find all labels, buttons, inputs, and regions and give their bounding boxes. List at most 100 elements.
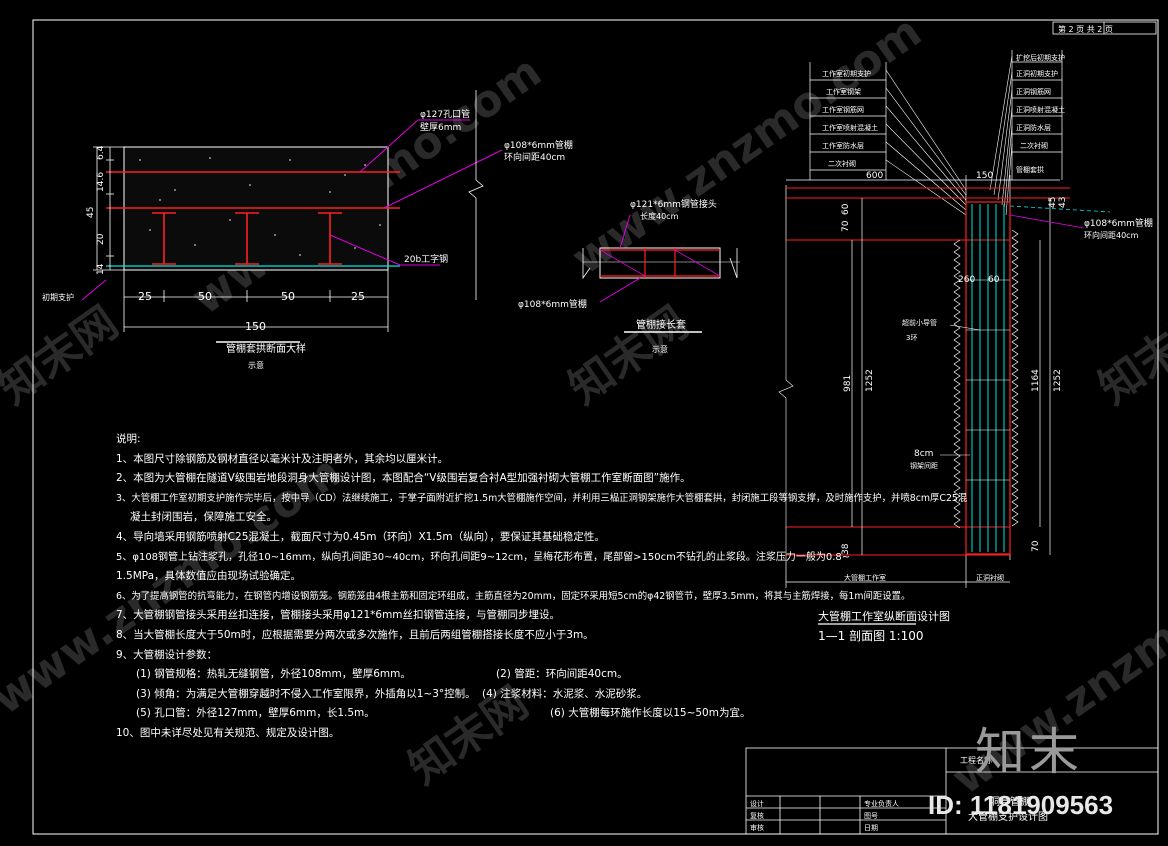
- svg-text:示意: 示意: [652, 344, 668, 354]
- note-item: 7、大管棚钢管接头采用丝扣连接，管棚接头采用φ121*6mm丝扣钢管连接，与管棚…: [116, 609, 561, 622]
- svg-text:20: 20: [96, 233, 106, 245]
- note-item: 凝土封闭围岩，保障施工安全。: [130, 511, 277, 524]
- svg-text:环向间距40cm: 环向间距40cm: [1084, 230, 1139, 240]
- svg-text:示意: 示意: [248, 360, 264, 370]
- note-item: 1、本图尺寸除钢筋及钢材直径以毫米计及注明者外，其余均以厘米计。: [116, 452, 449, 465]
- svg-text:大管棚工作室: 大管棚工作室: [844, 573, 886, 582]
- svg-text:专业负责人: 专业负责人: [864, 799, 899, 808]
- svg-text:复核: 复核: [750, 811, 764, 820]
- param-item: (1) 钢管规格：热轧无缝钢管，外径108mm，壁厚6mm。: [136, 668, 411, 681]
- param-item: (4) 注浆材料：水泥浆、水泥砂浆。: [482, 687, 648, 700]
- svg-text:45: 45: [1048, 197, 1058, 208]
- profile-view: 工作室初期支护 工作室钢架 工作室钢筋网 工作室喷射混凝土 工作室防水层 二次衬…: [778, 50, 1153, 643]
- svg-text:管棚套拱断面大样: 管棚套拱断面大样: [226, 342, 306, 355]
- note-item: 4、导向墙采用钢筋喷射C25混凝土，截面尺寸为0.45m（环向）X1.5m（纵向…: [116, 530, 605, 543]
- svg-text:日期: 日期: [864, 824, 878, 832]
- svg-text:20b工字钢: 20b工字钢: [404, 253, 448, 265]
- joint-view: φ121*6mm钢管接头 长度40cm φ108*6mm管棚 管棚接长套 示意: [518, 198, 740, 354]
- section-view: 6.4 14.6 20 14 45 25 50 50 25 150 φ127孔: [42, 90, 573, 370]
- svg-text:二次衬砌: 二次衬砌: [1020, 141, 1048, 150]
- svg-text:14: 14: [96, 263, 106, 275]
- svg-text:工作室防水层: 工作室防水层: [822, 141, 864, 150]
- design-notes: 说明: 1、本图尺寸除钢筋及钢材直径以毫米计及注明者外，其余均以厘米计。 2、本…: [116, 430, 968, 744]
- svg-text:扩挖后初期支护: 扩挖后初期支护: [1016, 53, 1065, 62]
- svg-text:1164: 1164: [1031, 369, 1041, 392]
- svg-text:φ108*6mm管棚: φ108*6mm管棚: [1084, 217, 1153, 229]
- svg-text:正洞衬砌: 正洞衬砌: [976, 573, 1004, 582]
- svg-text:1252: 1252: [865, 369, 875, 392]
- svg-text:正洞防水层: 正洞防水层: [1016, 123, 1051, 132]
- svg-text:8cm: 8cm: [914, 449, 933, 459]
- svg-text:正洞钢筋网: 正洞钢筋网: [1016, 87, 1051, 96]
- svg-text:第 2 页 共 2 页: 第 2 页 共 2 页: [1058, 24, 1113, 34]
- svg-text:45: 45: [86, 207, 96, 218]
- svg-text:3环: 3环: [906, 334, 917, 342]
- note-item: 1.5MPa，具体数值应由现场试验确定。: [116, 570, 302, 583]
- svg-text:150: 150: [245, 320, 266, 333]
- note-item: 5、φ108钢管上钻注浆孔，孔径10~16mm，纵向孔间距30~40cm，环向孔…: [116, 551, 851, 563]
- note-item: 2、本图为大管棚在隧道V级围岩地段洞身大管棚设计图，本图配合“V级围岩复合衬A型…: [116, 472, 691, 485]
- note-item: 8、当大管棚长度大于50m时，应根据需要分两次或多次施作，且前后两组管棚搭接长度…: [116, 628, 594, 641]
- svg-text:60: 60: [841, 203, 851, 215]
- svg-text:管棚接长套: 管棚接长套: [636, 318, 686, 331]
- svg-text:工作室喷射混凝土: 工作室喷射混凝土: [822, 123, 878, 132]
- svg-text:φ108*6mm管棚: φ108*6mm管棚: [504, 139, 573, 151]
- svg-text:14.6: 14.6: [96, 172, 106, 192]
- svg-text:70: 70: [841, 220, 851, 232]
- svg-text:钢架间距: 钢架间距: [910, 461, 938, 470]
- svg-text:环向间距40cm: 环向间距40cm: [504, 151, 565, 163]
- svg-text:60: 60: [988, 275, 1000, 285]
- svg-text:工程名称: 工程名称: [960, 755, 992, 765]
- svg-text:φ108*6mm管棚: φ108*6mm管棚: [518, 298, 587, 310]
- i-beam-group: [152, 212, 342, 265]
- svg-text:6.4: 6.4: [96, 145, 106, 160]
- svg-text:图号: 图号: [864, 812, 878, 820]
- page-counter: 第 2 页 共 2 页: [1052, 21, 1157, 35]
- svg-text:260: 260: [958, 275, 975, 285]
- svg-text:φ121*6mm钢管接头: φ121*6mm钢管接头: [630, 198, 717, 210]
- image-id-watermark: ID: 1181909563: [928, 790, 1114, 820]
- svg-text:初期支护: 初期支护: [42, 292, 74, 302]
- note-item: 9、大管棚设计参数：: [116, 648, 218, 661]
- svg-text:φ127孔口管: φ127孔口管: [420, 108, 470, 120]
- svg-text:工作室初期支护: 工作室初期支护: [822, 69, 871, 78]
- svg-text:设计: 设计: [750, 799, 764, 808]
- svg-text:43: 43: [1058, 197, 1068, 208]
- param-item: (2) 管距：环向间距40cm。: [496, 668, 628, 681]
- note-item: 10、图中未详尽处见有关规范、规定及设计图。: [116, 726, 340, 739]
- svg-text:38: 38: [841, 543, 851, 555]
- svg-text:981: 981: [843, 375, 853, 392]
- svg-text:正洞初期支护: 正洞初期支护: [1016, 69, 1058, 78]
- svg-text:1—1 剖面图 1:100: 1—1 剖面图 1:100: [818, 629, 923, 643]
- note-item: 6、为了提高钢管的抗弯能力，在钢管内增设钢筋笼。钢筋笼由4根主筋和固定环组成，主…: [116, 590, 911, 602]
- svg-text:70: 70: [1031, 540, 1041, 552]
- sheet-border: [32, 19, 1159, 835]
- svg-text:大管棚工作室纵断面设计图: 大管棚工作室纵断面设计图: [818, 609, 950, 623]
- svg-text:正洞喷射混凝土: 正洞喷射混凝土: [1016, 105, 1065, 114]
- svg-text:50: 50: [198, 290, 212, 303]
- brand-logo: 知末: [975, 723, 1083, 781]
- svg-text:25: 25: [138, 290, 152, 303]
- svg-text:工作室钢筋网: 工作室钢筋网: [822, 105, 864, 114]
- svg-text:1252: 1252: [1053, 369, 1063, 392]
- svg-text:25: 25: [351, 290, 365, 303]
- svg-text:审核: 审核: [750, 823, 764, 832]
- notes-heading: 说明:: [116, 433, 141, 445]
- svg-text:二次衬砌: 二次衬砌: [828, 159, 856, 168]
- title-block: [745, 747, 1159, 835]
- svg-text:600: 600: [866, 171, 883, 181]
- svg-text:工作室钢架: 工作室钢架: [826, 87, 861, 96]
- svg-text:50: 50: [281, 290, 295, 303]
- param-item: (3) 倾角：为满足大管棚穿越时不侵入工作室限界，外插角以1~3°控制。: [136, 687, 476, 700]
- svg-text:管棚套拱: 管棚套拱: [1016, 165, 1044, 174]
- svg-text:超前小导管: 超前小导管: [902, 318, 937, 327]
- svg-text:长度40cm: 长度40cm: [640, 211, 679, 221]
- note-item: 3、大管棚工作室初期支护施作完毕后，按中导（CD）法继续施工，于掌子面附近扩挖1…: [116, 492, 968, 504]
- svg-text:壁厚6mm: 壁厚6mm: [420, 121, 461, 133]
- svg-text:大管棚支护设计图: 大管棚支护设计图: [968, 810, 1048, 823]
- param-item: (5) 孔口管：外径127mm，壁厚6mm，长1.5m。: [136, 707, 375, 720]
- svg-text:洞身管棚: 洞身管棚: [990, 795, 1030, 808]
- param-item: (6) 大管棚每环施作长度以15~50m为宜。: [550, 707, 751, 720]
